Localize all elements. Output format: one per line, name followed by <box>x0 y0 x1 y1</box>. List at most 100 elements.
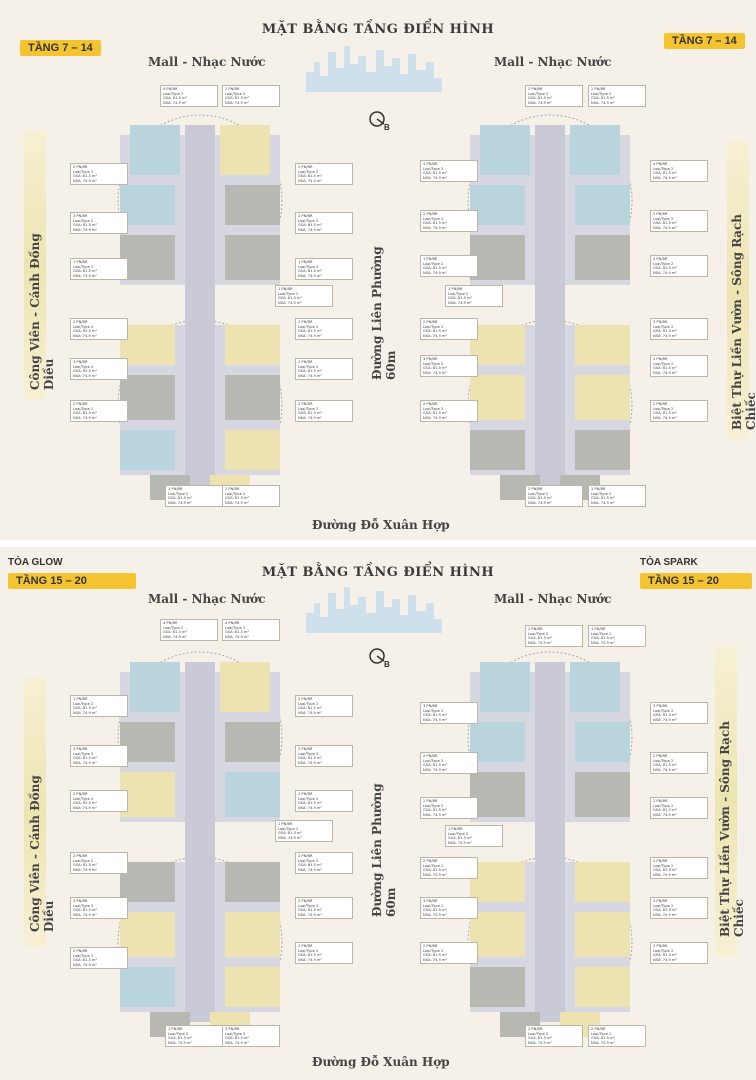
tower-plan-glow <box>117 651 283 1037</box>
floor-badge-left: TẦNG 15 – 20 <box>8 573 136 589</box>
floor-badge-right: TẦNG 7 – 14 <box>664 33 745 49</box>
road-label-mall-right: Mall - Nhạc Nước <box>494 55 612 69</box>
side-label-left: Công Viên - Cánh Đồng Diều <box>28 233 56 390</box>
road-label-mall-left: Mall - Nhạc Nước <box>148 592 266 606</box>
side-label-right: Biệt Thự Liền Vườn - Sông Rạch Chiếc <box>718 721 746 937</box>
skyline-graphic <box>306 587 442 633</box>
side-label-right: Biệt Thự Liền Vườn - Sông Rạch Chiếc <box>730 214 756 430</box>
page-title: MẶT BẰNG TẦNG ĐIỂN HÌNH <box>261 565 495 580</box>
road-label-bottom: Đường Đỗ Xuân Hợp <box>312 518 450 532</box>
compass-icon: B <box>369 648 390 669</box>
side-label-middle: Đường Liên Phường 60m <box>370 783 398 917</box>
side-deco-right <box>727 140 749 440</box>
svg-text:B: B <box>384 123 390 132</box>
panel-divider <box>0 540 756 547</box>
side-deco-left <box>24 130 46 400</box>
tower-plan-spark <box>467 651 633 1037</box>
page-title: MẶT BẰNG TẦNG ĐIỂN HÌNH <box>261 22 495 37</box>
skyline-graphic <box>306 46 442 92</box>
tower-name-glow: TÒA GLOW <box>8 557 63 568</box>
side-label-left: Công Viên - Cánh Đồng Diều <box>28 775 56 932</box>
side-deco-right <box>715 647 737 957</box>
road-label-mall-right: Mall - Nhạc Nước <box>494 592 612 606</box>
floor-plan-panel-top: MẶT BẰNG TẦNG ĐIỂN HÌNH TẦNG 7 – 14 TẦNG… <box>0 0 756 540</box>
road-label-mall-left: Mall - Nhạc Nước <box>148 55 266 69</box>
tower-name-spark: TÒA SPARK <box>640 557 698 568</box>
road-label-bottom: Đường Đỗ Xuân Hợp <box>312 1055 450 1069</box>
tower-plan-left-top <box>117 114 283 500</box>
floor-plan-panel-bottom: TÒA GLOW TÒA SPARK MẶT BẰNG TẦNG ĐIỂN HÌ… <box>0 547 756 1080</box>
compass-icon: B <box>369 111 390 132</box>
svg-text:B: B <box>384 660 390 669</box>
floor-badge-right: TẦNG 15 – 20 <box>640 573 752 589</box>
side-label-middle: Đường Liên Phường 60m <box>370 246 398 380</box>
tower-plan-right-top <box>467 114 633 500</box>
